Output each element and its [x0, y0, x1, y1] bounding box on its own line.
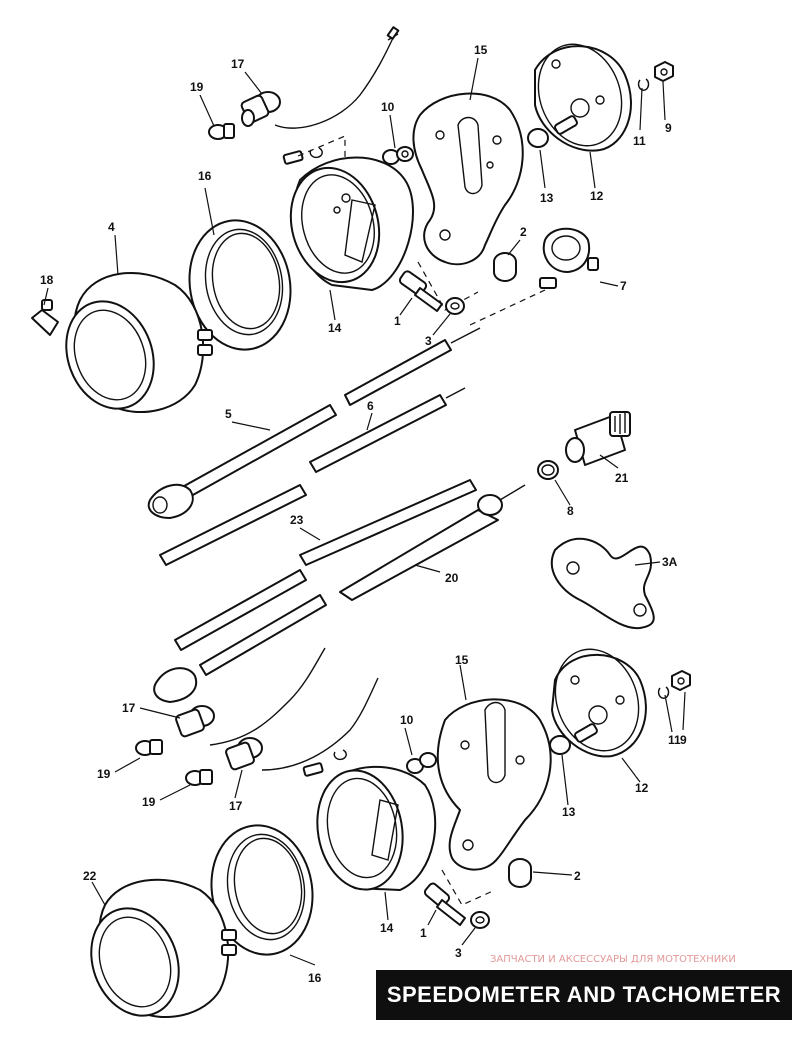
callout-11: 11: [668, 733, 681, 747]
lamp-socket-17-lower-b: [225, 737, 263, 771]
callout-7: 7: [620, 279, 627, 293]
stud-1-upper: [398, 270, 443, 312]
bulb-19-upper: [208, 123, 235, 140]
callout-9: 9: [665, 121, 672, 135]
bulb-19-lower-a: [135, 739, 163, 756]
callout-13: 13: [562, 805, 576, 819]
callout-19: 19: [97, 767, 111, 781]
callout-17: 17: [229, 799, 243, 813]
callout-10: 10: [400, 713, 414, 727]
callout-18: 18: [40, 273, 54, 287]
tachometer-head-22: [90, 878, 237, 1018]
gasket-3A: [550, 537, 655, 630]
callout-11: 11: [633, 134, 646, 148]
fitting-13-upper: [527, 115, 578, 148]
washer-3-upper: [445, 297, 465, 315]
drive-unit-7: [539, 227, 599, 289]
wire-terminal: [386, 26, 400, 40]
callout-3A: 3A: [662, 555, 678, 569]
callout-15: 15: [455, 653, 469, 667]
callout-6: 6: [367, 399, 374, 413]
callout-15: 15: [474, 43, 488, 57]
callout-4: 4: [108, 220, 115, 234]
callout-12: 12: [590, 189, 604, 203]
callout-1: 1: [420, 926, 427, 940]
callout-20: 20: [445, 571, 459, 585]
callout-14: 14: [380, 921, 394, 935]
callout-2: 2: [574, 869, 581, 883]
leader-lines: [43, 57, 686, 966]
lamp-socket-17-lower-a: [175, 705, 215, 738]
bulb-19-lower-b: [185, 769, 213, 786]
cable-assembly-20: [339, 484, 526, 601]
lamp-socket-17-upper: [240, 91, 281, 127]
callout-12: 12: [635, 781, 649, 795]
nut-9-lower: [671, 670, 691, 691]
callout-13: 13: [540, 191, 554, 205]
stud-1-lower: [423, 882, 466, 926]
screw-10-lower: [302, 749, 437, 777]
title-banner: SPEEDOMETER AND TACHOMETER: [376, 970, 792, 1020]
nut-9-upper: [654, 61, 674, 82]
wire-lower-socket-a: [209, 647, 326, 746]
callout-21: 21: [615, 471, 629, 485]
callout-22: 22: [83, 869, 97, 883]
lockwasher-11-lower: [657, 686, 670, 699]
cable-assembly-6: [309, 327, 481, 473]
callout-14: 14: [328, 321, 342, 335]
bezel-ring-16-lower: [210, 824, 314, 956]
spacer-2-lower: [508, 858, 532, 888]
drive-fitting-21: [565, 411, 631, 466]
mounting-bracket-15-lower: [436, 698, 552, 871]
callout-3: 3: [455, 946, 462, 960]
fitting-13-lower: [549, 723, 598, 755]
wire-nut-18: [31, 299, 59, 336]
bezel-ring-16-upper: [188, 219, 292, 351]
screw-10-upper: [282, 146, 414, 165]
speedometer-head-4: [65, 272, 213, 413]
callout-8: 8: [567, 504, 574, 518]
spacer-2-upper: [493, 252, 517, 282]
callout-17: 17: [231, 57, 245, 71]
wire-lower-socket-b: [261, 677, 379, 771]
alignment-line: [469, 289, 546, 326]
callout-9: 9: [680, 733, 687, 747]
washer-3-lower: [470, 911, 490, 929]
callout-5: 5: [225, 407, 232, 421]
callout-1: 1: [394, 314, 401, 328]
callout-16: 16: [198, 169, 212, 183]
meter-cup-14-lower: [316, 765, 437, 891]
callout-23: 23: [290, 513, 304, 527]
watermark-text: ЗАПЧАСТИ И АКСЕССУАРЫ ДЛЯ МОТОТЕХНИКИ: [490, 954, 736, 965]
callout-2: 2: [520, 225, 527, 239]
callout-19: 19: [190, 80, 204, 94]
cable-assembly-23: [153, 479, 477, 703]
alignment-line: [417, 261, 479, 311]
mounting-bracket-15-upper: [412, 92, 524, 266]
callout-10: 10: [381, 100, 395, 114]
callout-19: 19: [142, 795, 156, 809]
callout-17: 17: [122, 701, 136, 715]
back-cover-12-lower: [551, 648, 647, 758]
lockwasher-11-upper: [637, 78, 650, 91]
diagram-title: SPEEDOMETER AND TACHOMETER: [386, 982, 782, 1007]
callout-3: 3: [425, 334, 432, 348]
callout-labels: 17 19 16 4 18 10 15 11 9 13 12 2 7 1 3 1…: [40, 43, 687, 985]
callout-16: 16: [308, 971, 322, 985]
meter-cup-14-upper: [289, 156, 414, 291]
cable-assembly-5: [147, 404, 337, 519]
washer-8: [537, 460, 559, 480]
wire-upper-socket: [274, 33, 399, 129]
alignment-line: [441, 869, 496, 906]
